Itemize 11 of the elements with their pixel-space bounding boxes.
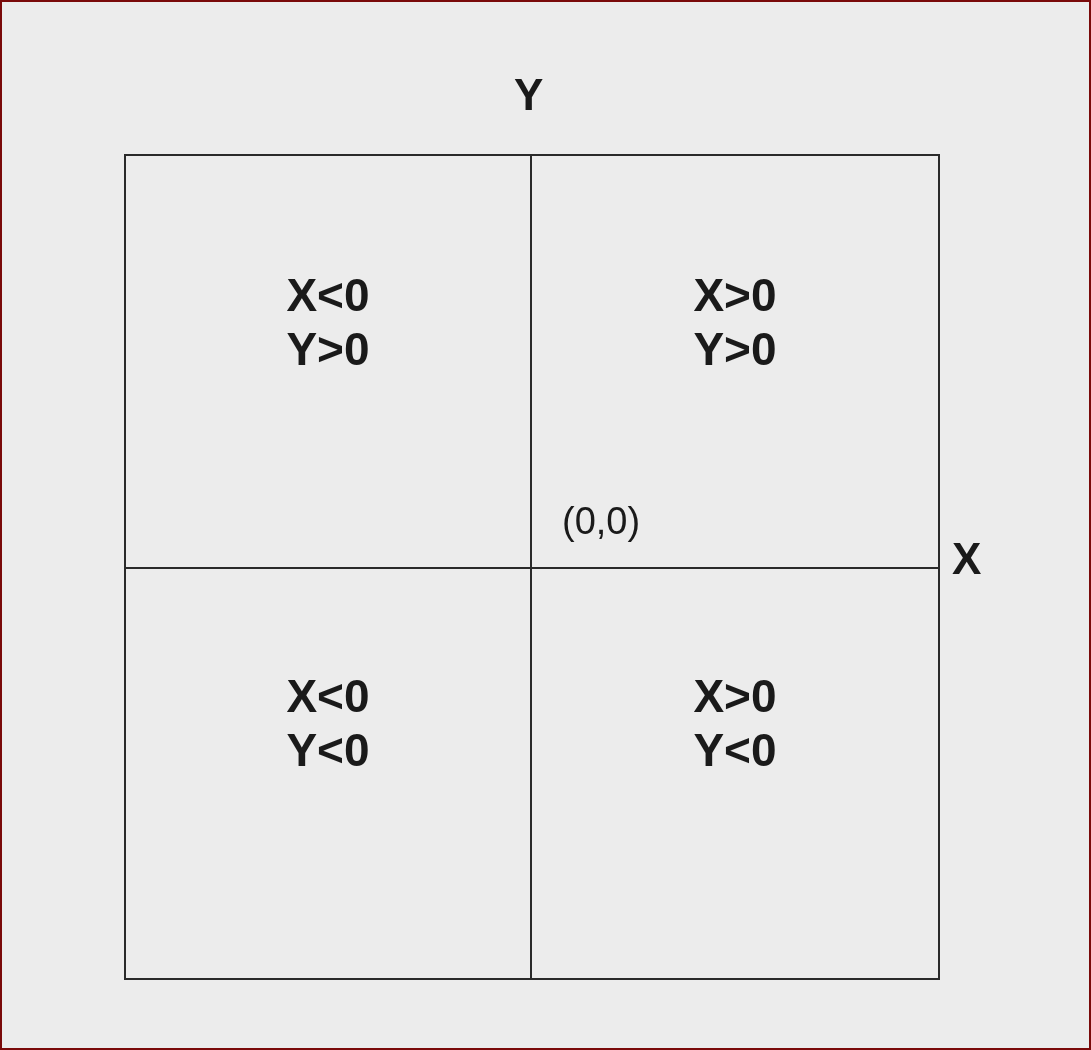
quadrant-box: [530, 154, 940, 569]
quadrant-box: [530, 567, 940, 980]
quadrant-box: [124, 567, 532, 980]
condition-text: X>0 Y>0: [692, 268, 778, 376]
condition-text: X>0 Y<0: [692, 669, 778, 777]
condition-text: X<0 Y<0: [285, 669, 371, 777]
axis-label: Y: [514, 70, 544, 120]
quadrant-box: [124, 154, 532, 569]
condition-text: X<0 Y>0: [285, 268, 371, 376]
origin-label: (0,0): [562, 500, 641, 543]
axis-label: X: [952, 534, 982, 584]
